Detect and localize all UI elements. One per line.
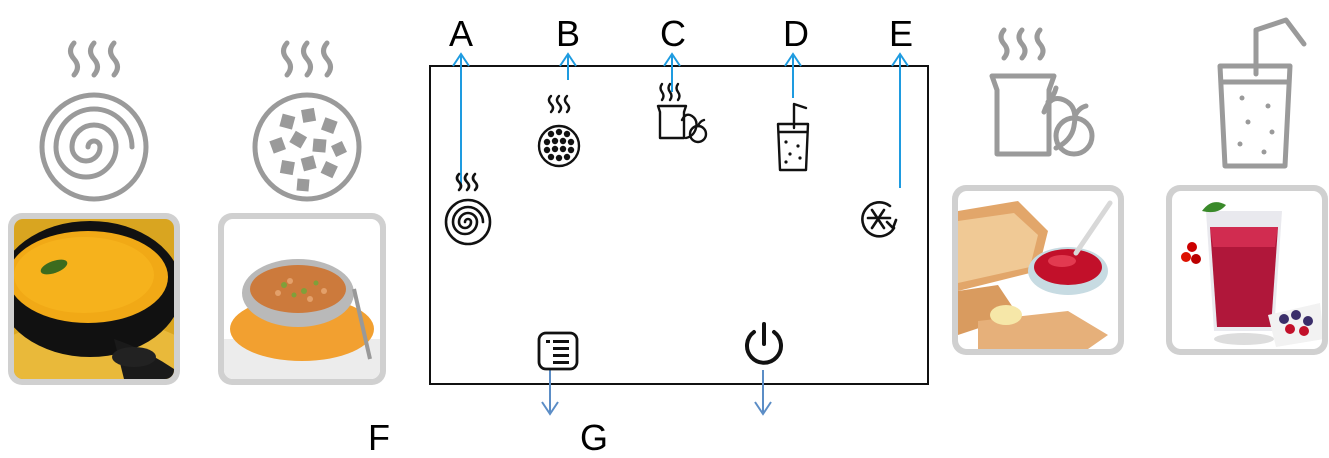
jam-compote-large-icon — [978, 22, 1103, 172]
chunky-soup-photo — [218, 213, 386, 385]
label-b: B — [556, 13, 581, 54]
jam-compote-icon[interactable] — [652, 82, 712, 152]
blender-clean-icon[interactable] — [856, 198, 908, 244]
label-c: C — [660, 13, 686, 54]
red-smoothie-photo — [1166, 185, 1328, 355]
menu-list-icon[interactable] — [536, 330, 580, 372]
soup-smooth-icon[interactable] — [441, 172, 497, 248]
soup-bowl-photo — [8, 213, 180, 385]
soup-smooth-large-icon — [30, 35, 160, 205]
label-g: G — [580, 417, 609, 458]
label-d: D — [783, 13, 809, 54]
power-icon[interactable] — [738, 318, 790, 370]
soup-chunky-icon[interactable] — [534, 94, 584, 182]
control-panel — [429, 65, 929, 385]
smoothie-icon[interactable] — [772, 98, 816, 174]
label-f: F — [368, 417, 390, 458]
label-a: A — [449, 13, 474, 54]
smoothie-large-icon — [1206, 14, 1316, 174]
jam-toast-photo — [952, 185, 1124, 355]
label-e: E — [889, 13, 914, 54]
soup-chunky-large-icon — [245, 35, 375, 205]
